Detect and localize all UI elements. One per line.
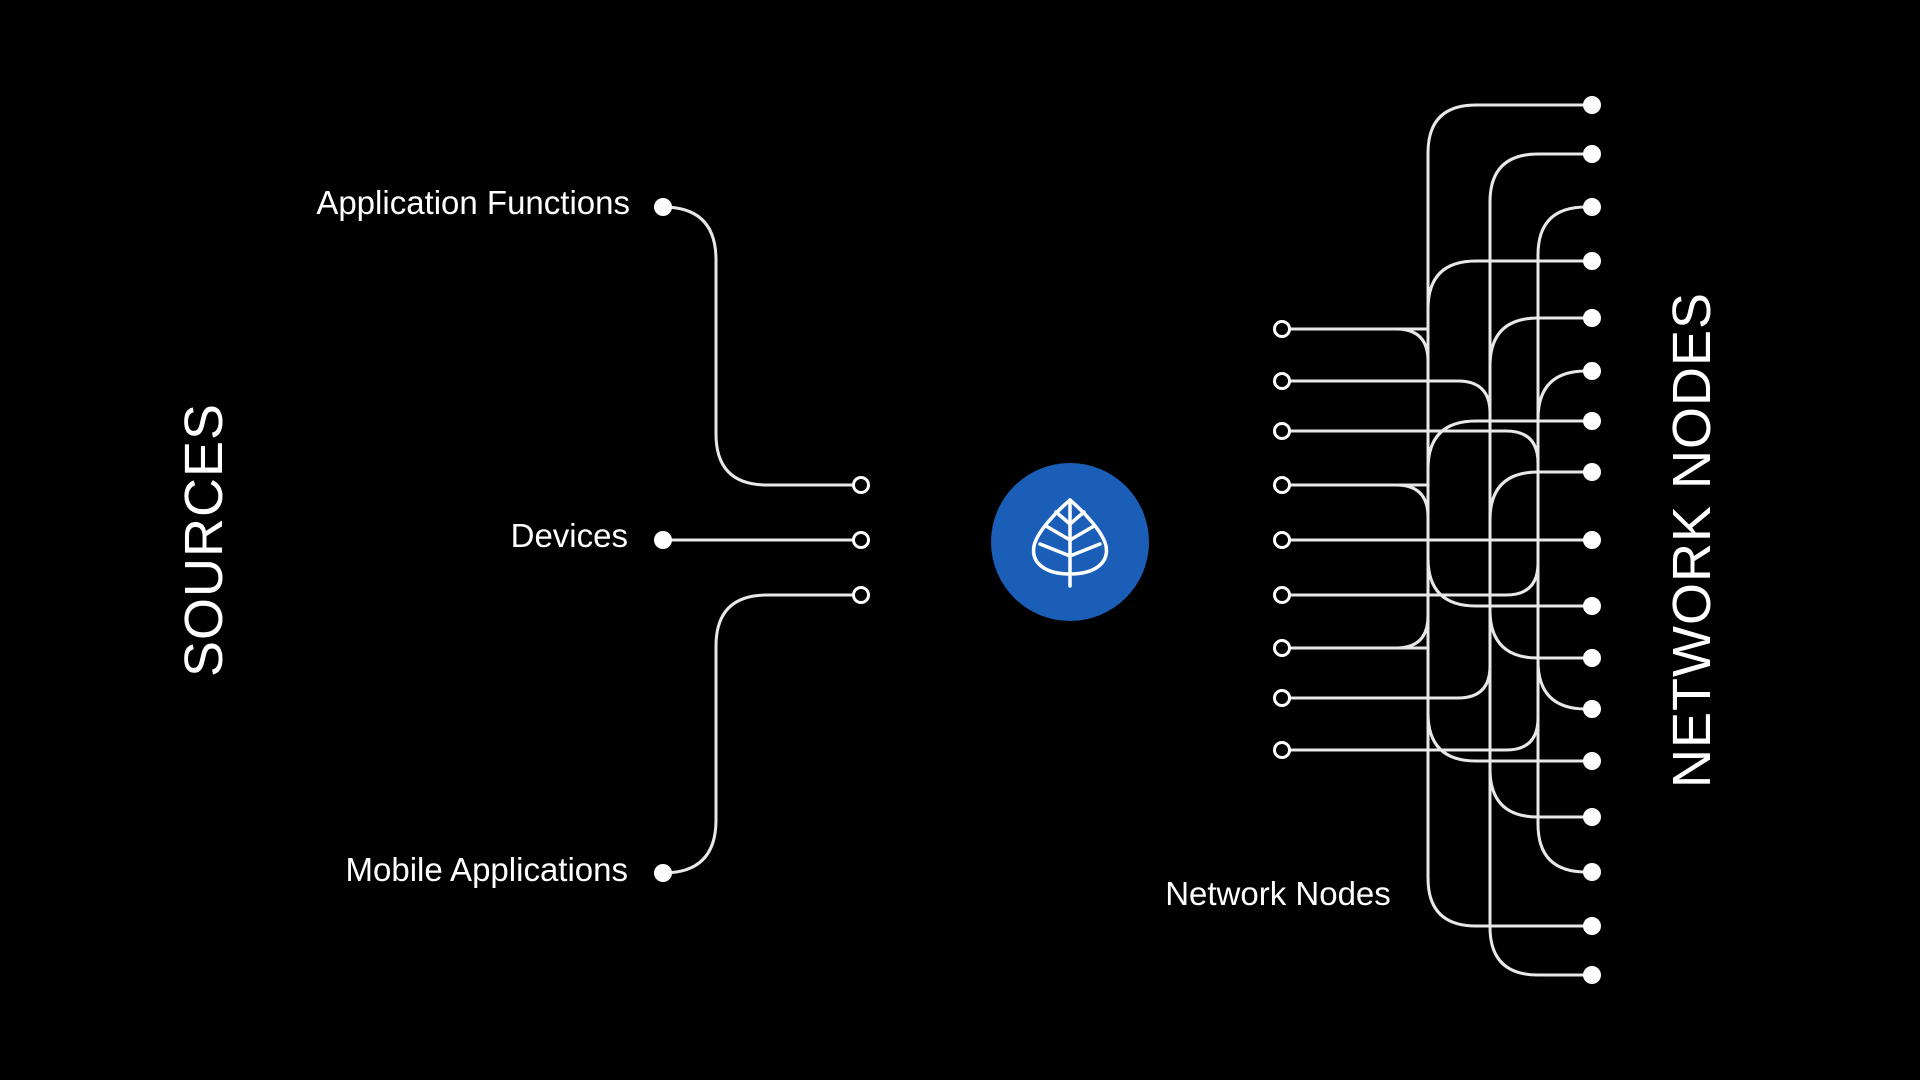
network-output-wire (1426, 538, 1594, 928)
source-label-devices: Devices (511, 517, 628, 554)
network-nodes-title: NETWORK NODES (1662, 292, 1722, 788)
source-dot (654, 198, 672, 216)
network-input-wire (1280, 327, 1430, 542)
network-output-node (1583, 649, 1601, 667)
network-output-node (1583, 145, 1601, 163)
source-label-application-functions: Application Functions (316, 184, 630, 221)
network-output-wire (1488, 538, 1594, 660)
network-input-wire (1280, 379, 1492, 542)
network-output-wire (1426, 103, 1594, 542)
network-output-wire (1536, 538, 1594, 874)
network-output-node (1583, 531, 1601, 549)
source-dot (654, 531, 672, 549)
network-input-node (1273, 689, 1291, 707)
network-input-node (1273, 741, 1291, 759)
network-nodes-label: Network Nodes (1165, 875, 1391, 912)
source-wire-application-functions (661, 205, 863, 487)
network-output-wire (1488, 470, 1594, 542)
network-output-wire (1426, 259, 1594, 542)
network-output-node (1583, 752, 1601, 770)
network-output-node (1583, 362, 1601, 380)
network-output-node (1583, 597, 1601, 615)
source-dot (654, 864, 672, 882)
sources-title: SOURCES (174, 403, 234, 677)
network-input-wire (1280, 538, 1540, 597)
network-output-wire (1536, 205, 1594, 542)
network-output-node (1583, 863, 1601, 881)
network-output-wire (1488, 538, 1594, 977)
hub (991, 463, 1149, 621)
network-input-node (1273, 422, 1291, 440)
network-output-wire (1426, 419, 1594, 542)
network-output-wire (1536, 538, 1594, 711)
network-input-wire (1280, 538, 1492, 700)
source-wire-mobile-applications (661, 593, 863, 875)
network-output-wire (1488, 152, 1594, 542)
source-endpoint (852, 531, 870, 549)
network-output-wire (1536, 369, 1594, 542)
network-output-node (1583, 917, 1601, 935)
network-input-node (1273, 372, 1291, 390)
network-output-node (1583, 412, 1601, 430)
source-endpoint (852, 476, 870, 494)
source-endpoint (852, 586, 870, 604)
network-output-node (1583, 463, 1601, 481)
network-output-node (1583, 966, 1601, 984)
network-input-wire (1280, 483, 1430, 542)
network-mesh (1273, 96, 1601, 984)
network-output-node (1583, 96, 1601, 114)
network-input-node (1273, 320, 1291, 338)
network-input-node (1273, 586, 1291, 604)
network-output-node (1583, 700, 1601, 718)
network-output-node (1583, 808, 1601, 826)
network-output-node (1583, 198, 1601, 216)
network-input-node (1273, 531, 1291, 549)
leaf-icon (1031, 498, 1109, 588)
network-input-node (1273, 639, 1291, 657)
source-label-mobile-applications: Mobile Applications (346, 851, 629, 888)
network-input-node (1273, 476, 1291, 494)
network-output-node (1583, 309, 1601, 327)
network-output-wire (1488, 316, 1594, 542)
network-output-node (1583, 252, 1601, 270)
